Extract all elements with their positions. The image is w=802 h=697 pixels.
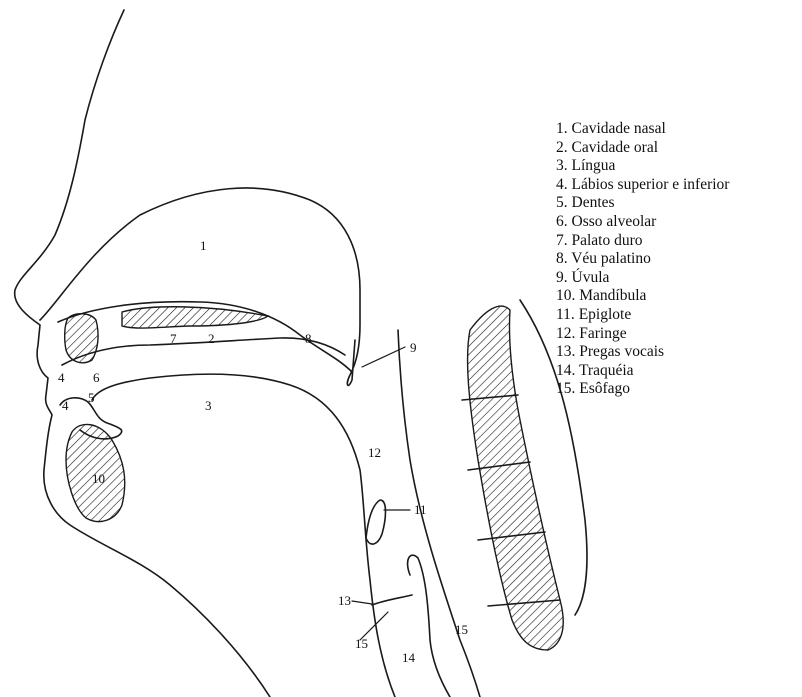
legend-label: Véu palatino	[571, 250, 651, 267]
legend-item: 15. Esôfago	[556, 380, 729, 399]
legend-item: 6. Osso alveolar	[556, 213, 729, 232]
legend-number: 10.	[556, 287, 575, 306]
region-number: 4	[58, 370, 65, 385]
legend-number: 3.	[556, 157, 568, 176]
epiglottis-outline	[366, 500, 386, 544]
region-number: 12	[368, 445, 381, 460]
region-number: 7	[170, 331, 177, 346]
region-number: 4	[62, 398, 69, 413]
oral-cavity-roof	[62, 338, 345, 365]
legend-item: 9. Úvula	[556, 269, 729, 288]
legend-number: 1.	[556, 120, 568, 139]
legend-number: 4.	[556, 176, 568, 195]
legend-label: Cavidade nasal	[572, 120, 666, 137]
legend-label: Epiglote	[579, 306, 632, 323]
legend-label: Lábios superior e inferior	[572, 176, 730, 193]
region-number: 11	[414, 502, 427, 517]
legend-number: 12.	[556, 325, 575, 344]
legend-item: 3. Língua	[556, 157, 729, 176]
vocal-folds	[372, 595, 412, 605]
region-number: 8	[305, 331, 312, 346]
region-number: 10	[92, 471, 105, 486]
region-number: 5	[88, 390, 95, 405]
legend-number: 9.	[556, 269, 568, 288]
legend-item: 8. Véu palatino	[556, 250, 729, 269]
alveolar-bone-upper	[65, 314, 98, 363]
region-number: 6	[93, 370, 100, 385]
region-number: 2	[208, 331, 215, 346]
tongue-outline	[92, 374, 395, 697]
legend-item: 14. Traquéia	[556, 362, 729, 381]
legend-number: 5.	[556, 194, 568, 213]
region-number: 15	[455, 622, 468, 637]
legend-label: Dentes	[572, 194, 615, 211]
legend-item: 2. Cavidade oral	[556, 139, 729, 158]
legend-label: Esôfago	[579, 380, 630, 397]
trachea-outline	[408, 555, 450, 697]
region-number: 3	[205, 398, 212, 413]
region-number: 9	[410, 340, 417, 355]
legend-item: 5. Dentes	[556, 194, 729, 213]
legend-item: 10. Mandíbula	[556, 287, 729, 306]
legend-item: 4. Lábios superior e inferior	[556, 176, 729, 195]
hard-palate-bone	[122, 307, 268, 328]
pharynx-back-wall	[398, 330, 480, 697]
leader-line	[352, 601, 372, 604]
legend-number: 8.	[556, 250, 568, 269]
legend-item: 1. Cavidade nasal	[556, 120, 729, 139]
legend-label: Faringe	[579, 325, 626, 342]
region-number: 13	[338, 593, 351, 608]
legend-number: 11.	[556, 306, 575, 325]
legend-label: Mandíbula	[579, 287, 646, 304]
legend-label: Língua	[572, 157, 616, 174]
legend-number: 13.	[556, 343, 575, 362]
legend-number: 2.	[556, 139, 568, 158]
legend-item: 13. Pregas vocais	[556, 343, 729, 362]
legend-list: 1. Cavidade nasal 2. Cavidade oral 3. Lí…	[556, 120, 729, 399]
legend-label: Osso alveolar	[572, 213, 657, 230]
legend-item: 11. Epiglote	[556, 306, 729, 325]
legend-label: Úvula	[572, 269, 610, 286]
legend-number: 7.	[556, 232, 568, 251]
region-number: 1	[200, 238, 207, 253]
legend-item: 12. Faringe	[556, 325, 729, 344]
legend-number: 14.	[556, 362, 575, 381]
legend-number: 15.	[556, 380, 575, 399]
legend-label: Cavidade oral	[572, 139, 659, 156]
legend-label: Pregas vocais	[579, 343, 664, 360]
legend-label: Palato duro	[572, 232, 643, 249]
legend-item: 7. Palato duro	[556, 232, 729, 251]
region-number: 14	[402, 650, 416, 665]
face-profile-outline	[15, 10, 270, 697]
legend-number: 6.	[556, 213, 568, 232]
legend-label: Traquéia	[579, 362, 634, 379]
